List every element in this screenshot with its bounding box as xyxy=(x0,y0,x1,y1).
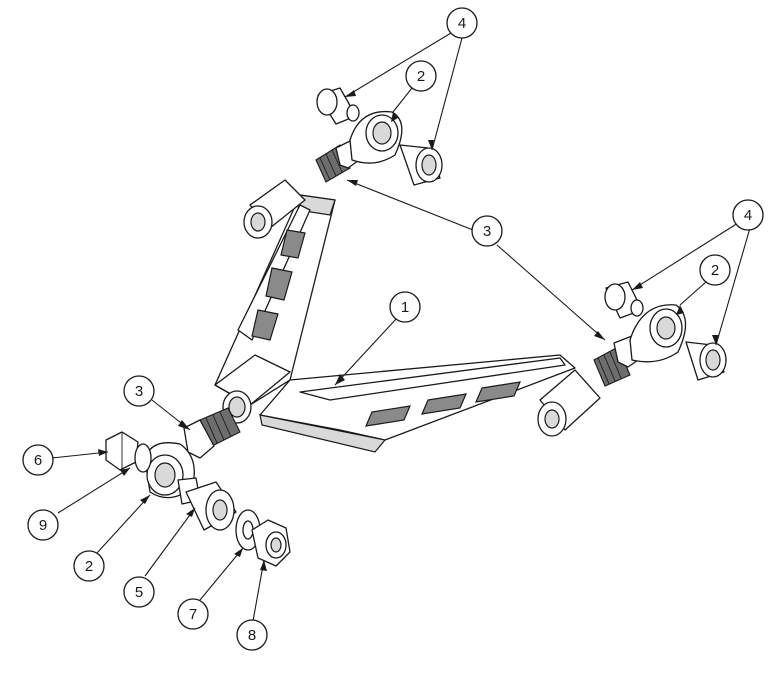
svg-text:6: 6 xyxy=(34,452,42,469)
balloon-7: 7 xyxy=(177,598,209,630)
svg-text:2: 2 xyxy=(85,558,93,575)
svg-text:5: 5 xyxy=(135,584,143,601)
balloon-9: 9 xyxy=(27,509,59,541)
balloon-8: 8 xyxy=(236,619,268,651)
svg-text:7: 7 xyxy=(189,606,197,623)
svg-text:8: 8 xyxy=(248,627,256,644)
balloon-2-lower: 2 xyxy=(73,550,105,582)
svg-text:3: 3 xyxy=(135,383,143,400)
balloon-3-lower: 3 xyxy=(123,375,155,407)
balloon-6: 6 xyxy=(22,444,54,476)
upper-rod-end xyxy=(243,87,443,239)
control-arm xyxy=(214,194,576,453)
svg-text:3: 3 xyxy=(483,223,491,240)
svg-text:9: 9 xyxy=(39,517,47,534)
leader-lines xyxy=(51,32,751,622)
balloon-5: 5 xyxy=(123,576,155,608)
svg-text:2: 2 xyxy=(417,68,425,85)
balloon-4-upper: 4 xyxy=(446,7,478,39)
lower-rod-end xyxy=(105,407,291,567)
svg-text:4: 4 xyxy=(458,15,466,32)
balloon-2-upper: 2 xyxy=(405,60,437,92)
balloon-3-right: 3 xyxy=(471,215,503,247)
balloon-4-right: 4 xyxy=(732,199,764,231)
right-rod-end xyxy=(537,281,727,437)
svg-text:4: 4 xyxy=(744,207,752,224)
svg-text:1: 1 xyxy=(401,299,409,316)
balloon-2-right: 2 xyxy=(699,254,731,286)
balloon-1: 1 xyxy=(389,291,421,323)
svg-text:2: 2 xyxy=(711,262,719,279)
